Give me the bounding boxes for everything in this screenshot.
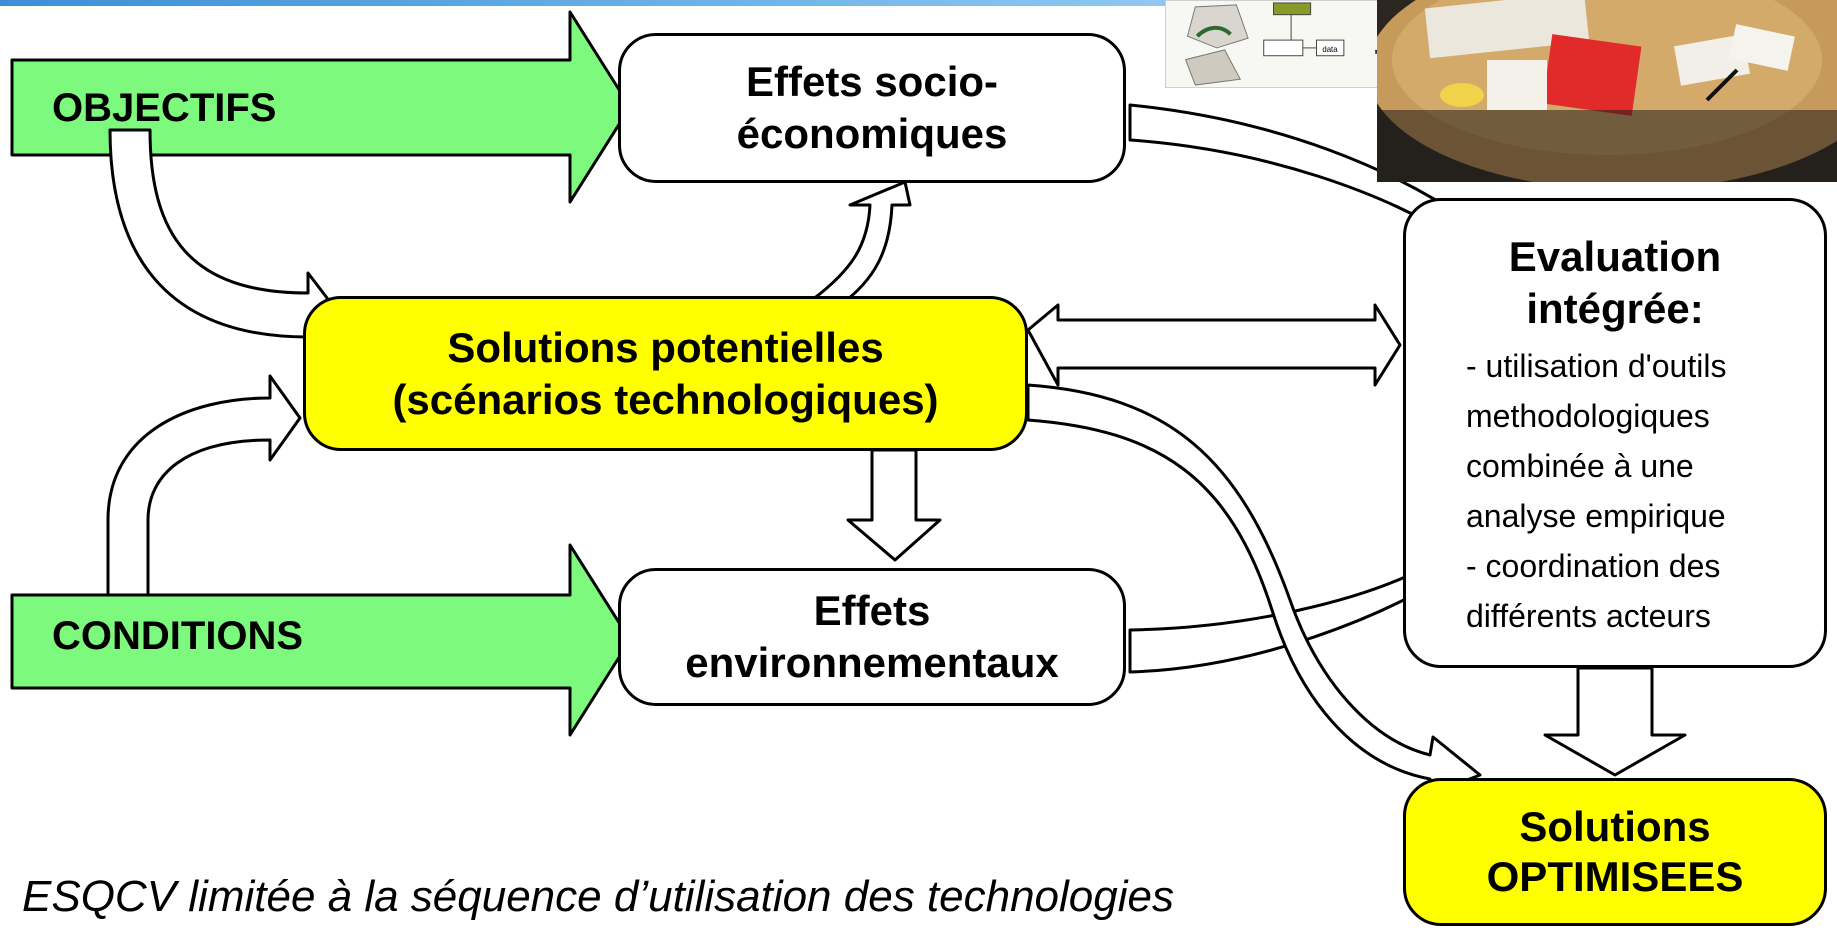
solutions-optimisees-line1: Solutions — [1519, 803, 1711, 850]
solutions-to-env-arrow — [846, 448, 942, 562]
effets-socio-line1: Effets socio- — [745, 58, 999, 105]
evaluation-line: analyse empirique — [1466, 498, 1726, 534]
evaluation-title: Evaluation intégrée: — [1406, 231, 1824, 335]
evaluation-line: - coordination des — [1466, 548, 1721, 584]
solutions-potentielles-box: Solutions potentielles (scénarios techno… — [303, 296, 1028, 451]
evaluation-description: - utilisation d'outils methodologiques c… — [1466, 341, 1826, 641]
evaluation-to-optimisees-arrow — [1543, 666, 1687, 777]
objectifs-label: OBJECTIFS — [52, 86, 277, 130]
objectifs-arrow — [10, 10, 632, 204]
conditions-to-solutions-arrow — [106, 374, 302, 597]
evaluation-line: combinée à une — [1466, 448, 1694, 484]
caption: ESQCV limitée à la séquence d’utilisatio… — [22, 872, 1174, 921]
solutions-evaluation-double-arrow — [1026, 303, 1402, 387]
evaluation-integree-box: Evaluation intégrée: - utilisation d'out… — [1403, 198, 1827, 668]
effets-socio-line2: économiques — [736, 110, 1008, 157]
workshop-photo — [1377, 0, 1837, 182]
evaluation-line: methodologiques — [1466, 398, 1710, 434]
top-accent-bar — [0, 0, 1170, 6]
conditions-arrow — [10, 543, 632, 737]
solutions-optimisees-line2: OPTIMISEES — [1486, 853, 1744, 900]
evaluation-line: différents acteurs — [1466, 598, 1711, 634]
solutions-to-optimisees-arrow — [1026, 383, 1482, 797]
solutions-potentielles-line1: Solutions potentielles — [447, 323, 884, 371]
evaluation-title-line1: Evaluation — [1508, 233, 1722, 280]
thumbnail-data-label: data — [1322, 45, 1338, 54]
effets-env-line1: Effets — [813, 587, 931, 634]
conditions-label: CONDITIONS — [52, 614, 304, 658]
effets-env-line2: environnementaux — [685, 639, 1059, 686]
solutions-potentielles-line2: (scénarios technologiques) — [392, 375, 939, 423]
effets-socio-economiques-box: Effets socio- économiques — [618, 33, 1126, 183]
evaluation-line: - utilisation d'outils — [1466, 348, 1727, 384]
evaluation-title-line2: intégrée: — [1526, 285, 1704, 332]
solutions-to-socio-arrow — [810, 180, 912, 307]
effets-environnementaux-box: Effets environnementaux — [618, 568, 1126, 706]
solutions-optimisees-box: Solutions OPTIMISEES — [1403, 778, 1827, 926]
